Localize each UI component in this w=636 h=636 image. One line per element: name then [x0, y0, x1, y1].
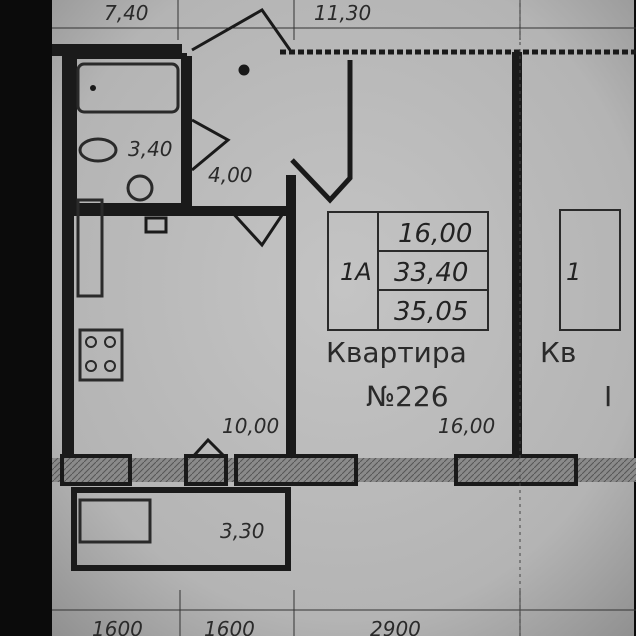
sink-icon: [126, 174, 154, 202]
vent-icon: [144, 216, 168, 234]
apartment-caption: Квартира: [326, 336, 467, 369]
window-icon: [184, 454, 228, 486]
apartment-living-area: 16,00: [398, 219, 472, 249]
window-icon: [60, 454, 132, 486]
balcony-door-icon: [188, 437, 230, 462]
kitchen-fixtures: [76, 198, 168, 382]
counter-icon: [76, 198, 104, 298]
bottom-dim-c: 2900: [370, 617, 421, 636]
toilet-icon: [78, 137, 118, 163]
balcony-area-label: 3,30: [220, 519, 265, 543]
bath-kitchen-wall: [74, 206, 294, 216]
apartment-area-table: [327, 211, 489, 331]
window-icon: [454, 454, 578, 486]
apartment-type: 1А: [340, 258, 372, 286]
right-wall: [512, 52, 522, 462]
living-area-label: 16,00: [438, 414, 495, 438]
kitchen-living-wall: [286, 175, 296, 460]
kitchen-area-label: 10,00: [222, 414, 279, 438]
bottom-dim-b: 1600: [204, 617, 255, 636]
top-dim-right: 11,30: [314, 1, 371, 25]
top-dimension-line: [52, 0, 636, 40]
bathtub-icon: [76, 62, 180, 114]
apartment-total-with-balcony: 35,05: [394, 297, 468, 327]
apartment-total-area: 33,40: [394, 258, 468, 288]
apartment-number: №226: [366, 380, 449, 413]
balcony: [71, 487, 291, 571]
bath-hall-wall: [182, 56, 192, 206]
hall-area-label: 4,00: [208, 163, 253, 187]
window-icon: [234, 454, 358, 486]
neighbor-area-box: [559, 209, 621, 331]
neighbor-type-partial: 1: [566, 258, 581, 286]
bottom-dim-a: 1600: [92, 617, 143, 636]
neighbor-number-partial: I: [604, 380, 612, 413]
top-dim-left: 7,40: [104, 1, 149, 25]
stove-icon: [78, 328, 124, 382]
neighbor-caption-partial: Кв: [540, 336, 576, 369]
living-door-icon: [290, 60, 353, 204]
entrance-door-icon: [191, 8, 294, 248]
bath-area-label: 3,40: [128, 137, 173, 161]
exterior-wall-windows: [52, 454, 636, 486]
